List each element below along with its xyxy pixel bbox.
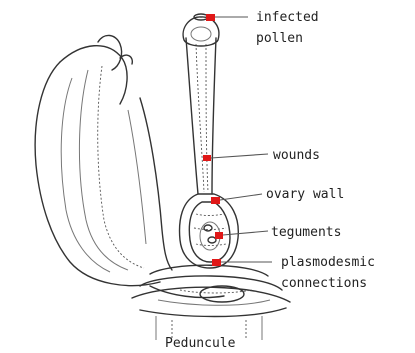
marker-teguments [215, 232, 223, 239]
ovary [180, 194, 239, 268]
marker-plasmodesmic [212, 259, 221, 266]
marker-wounds [203, 155, 211, 161]
leader-ovary-wall [220, 194, 262, 200]
label-peduncule: Peduncule [165, 336, 236, 351]
leader-wounds [211, 154, 268, 158]
marker-infected-pollen [206, 14, 215, 21]
label-teguments: teguments [271, 225, 341, 240]
marker-ovary-wall [211, 197, 220, 204]
label-ovary-wall: ovary wall [266, 187, 344, 202]
receptacle-base [132, 265, 290, 316]
label-infected-pollen-line1: infected [256, 10, 319, 25]
label-plasmodesmic-line2: connections [281, 276, 367, 291]
label-plasmodesmic-line1: plasmodesmic [281, 255, 375, 270]
style-stalk [186, 38, 216, 194]
label-wounds: wounds [273, 148, 320, 163]
label-infected-pollen-line2: pollen [256, 31, 303, 46]
leader-lines [211, 17, 272, 262]
